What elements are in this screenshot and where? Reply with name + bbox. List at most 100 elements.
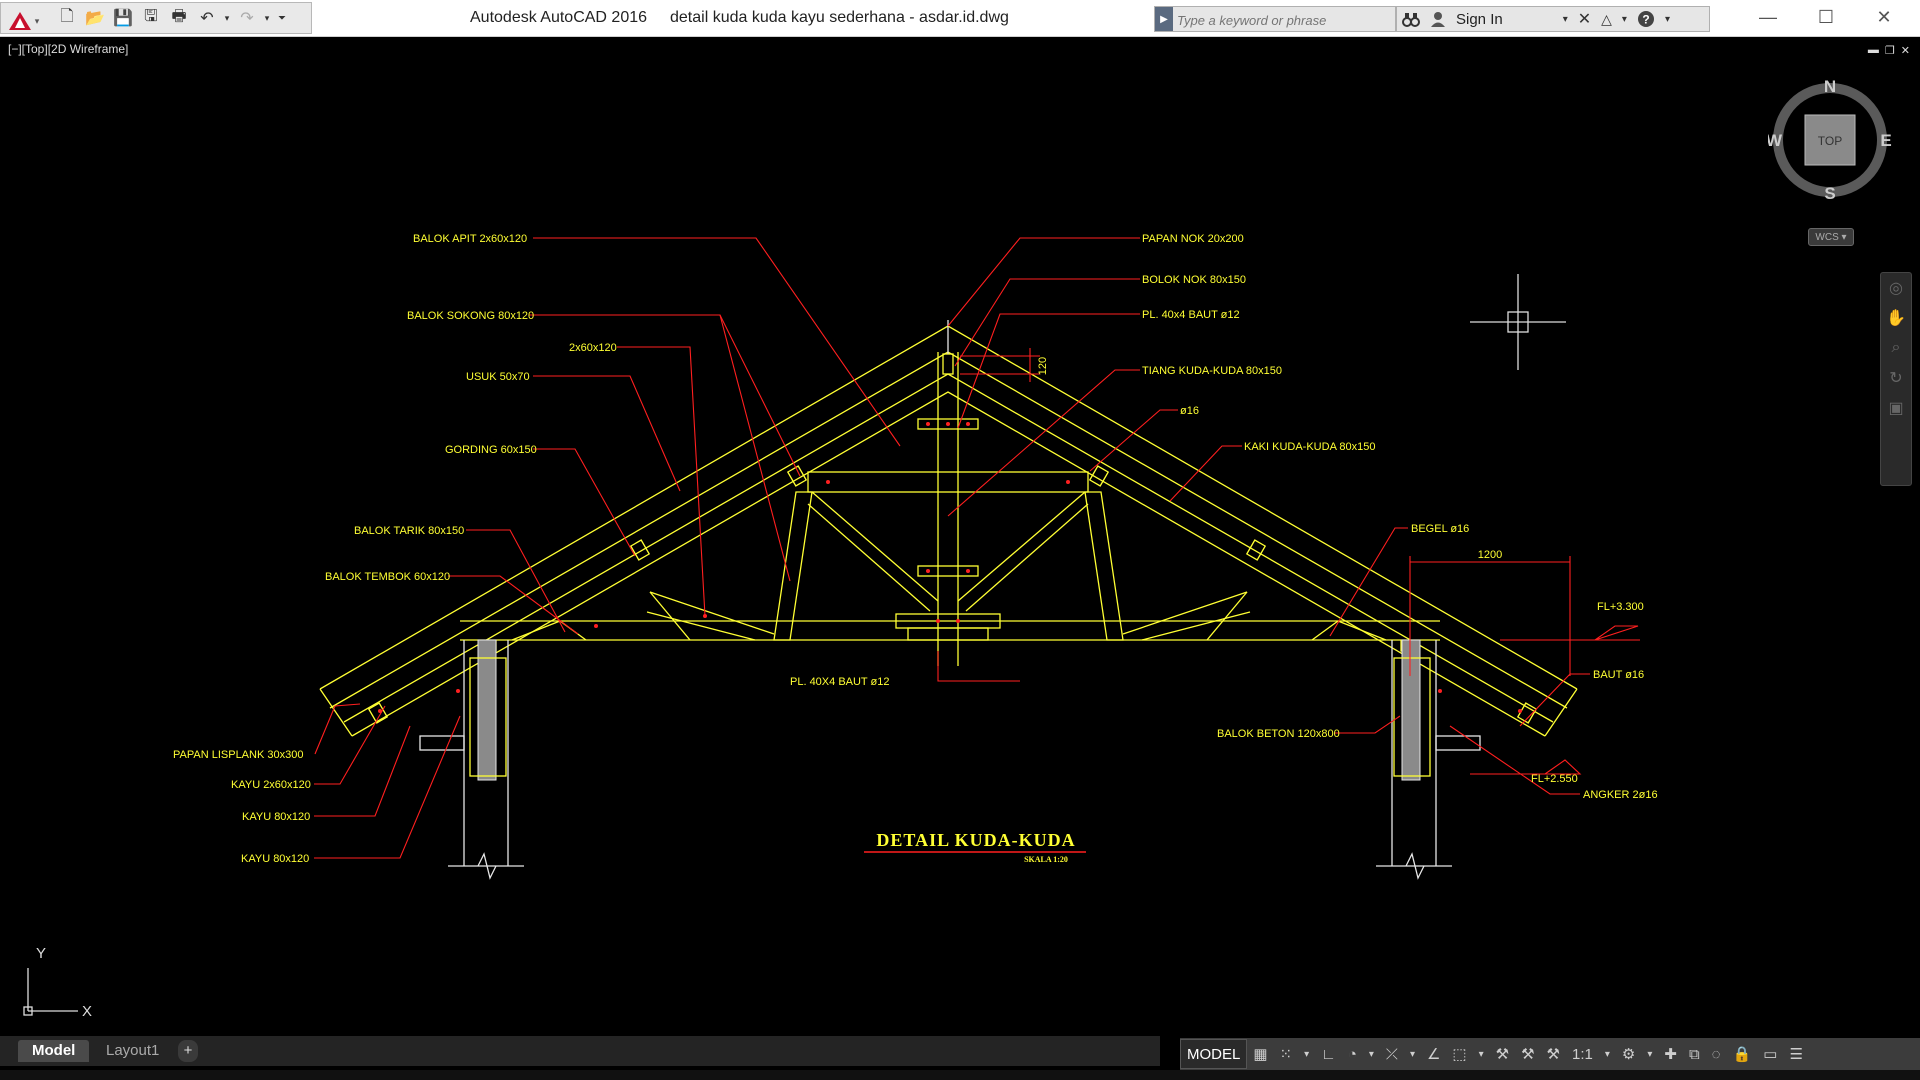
label-kaki: KAKI KUDA-KUDA 80x150 [1244, 441, 1375, 453]
drawing-canvas[interactable]: .y { stroke:#ffff33; fill:none; stroke-w… [0, 36, 1920, 1036]
user-icon[interactable] [1425, 7, 1451, 31]
minimize-icon[interactable]: — [1759, 6, 1777, 27]
vp-minimize-icon[interactable]: ▬ [1867, 44, 1879, 56]
object-snap-tracking-icon[interactable]: ∠ [1426, 1046, 1441, 1063]
label-tiang: TIANG KUDA-KUDA 80x150 [1142, 365, 1282, 377]
units-icon[interactable]: ⧉ [1688, 1045, 1700, 1063]
label-pl-center: PL. 40X4 BAUT ø12 [790, 676, 889, 688]
search-input[interactable] [1175, 9, 1394, 31]
redo-icon[interactable]: ↷ [240, 10, 254, 27]
plot-icon[interactable]: 🖶 [171, 7, 187, 25]
model-space-button[interactable]: MODEL [1180, 1039, 1248, 1069]
label-balok-sokong: BALOK SOKONG 80x120 [407, 310, 534, 322]
new-file-icon[interactable]: 🗋 [60, 7, 74, 25]
redo-dropdown-icon[interactable]: ▾ [264, 12, 270, 23]
customize-qat-icon[interactable]: ⏷ [278, 12, 286, 24]
label-gording: GORDING 60x150 [445, 444, 537, 456]
quick-properties-icon[interactable]: ◌ [1711, 1045, 1721, 1063]
tab-layout1[interactable]: Layout1 [106, 1042, 160, 1059]
object-snap-dropdown-icon[interactable]: ▾ [1478, 1048, 1484, 1060]
object-snap-icon[interactable]: ⬚ [1452, 1046, 1467, 1063]
search-box: ▶ [1154, 6, 1396, 32]
grid-icon[interactable]: ▦ [1253, 1046, 1268, 1063]
workspace-dropdown-icon[interactable]: ▾ [1647, 1048, 1653, 1060]
wcs-menu[interactable]: WCS ▾ [1808, 228, 1854, 246]
taskbar-strip [0, 1070, 1920, 1080]
stay-connected-icon[interactable]: △ [1601, 10, 1612, 27]
label-kayu-80x120-b: KAYU 80x120 [241, 853, 309, 865]
undo-dropdown-icon[interactable]: ▾ [224, 12, 230, 23]
binoculars-icon[interactable] [1397, 7, 1425, 31]
add-layout-button[interactable]: + [178, 1040, 198, 1062]
ucs-icon [23, 968, 78, 1016]
auto-scale-icon[interactable]: ⚒ [1521, 1046, 1535, 1063]
close-icon[interactable]: ✕ [1876, 6, 1892, 27]
maximize-icon[interactable]: ☐ [1817, 6, 1835, 27]
annotation-monitor-icon[interactable]: ✚ [1664, 1046, 1677, 1063]
label-kayu-80x120-a: KAYU 80x120 [242, 811, 310, 823]
dim-overhang: 1200 [1478, 549, 1502, 561]
label-phi16: ø16 [1180, 405, 1199, 417]
label-kayu-2x60x120: KAYU 2x60x120 [231, 779, 311, 791]
zoom-extents-icon[interactable]: ⌕ [1891, 339, 1901, 356]
label-balok-apit: BALOK APIT 2x60x120 [413, 233, 527, 245]
isolate-objects-icon[interactable]: ▭ [1763, 1046, 1778, 1063]
isodraft-dropdown-icon[interactable]: ▾ [1409, 1048, 1415, 1060]
isodraft-icon[interactable]: ⤫ [1385, 1045, 1398, 1063]
open-file-icon[interactable]: 📂 [85, 10, 105, 27]
dim-ridge: 120 [1037, 357, 1049, 375]
label-balok-tarik: BALOK TARIK 80x150 [354, 525, 464, 537]
wcs-label: WCS [1815, 231, 1839, 243]
compass-e: E [1880, 131, 1891, 150]
help-icon[interactable]: ? [1632, 7, 1660, 31]
crosshair-cursor [1470, 274, 1566, 370]
layout-tabs: Model Layout1 + [0, 1036, 1160, 1066]
elevation-top: FL+3.300 [1597, 601, 1644, 613]
title-bar: ▾ 🗋 📂 💾 🖫 🖶 ↶ ▾ ↷ ▾ ⏷ Autodesk AutoCAD 2… [0, 0, 1920, 37]
snap-dropdown-icon[interactable]: ▾ [1304, 1048, 1310, 1060]
stay-connected-dropdown-icon[interactable]: ▾ [1621, 13, 1627, 25]
showmotion-icon[interactable]: ▣ [1888, 400, 1904, 417]
lock-ui-icon[interactable]: 🔒 [1732, 1046, 1752, 1063]
workspace-gear-icon[interactable]: ⚙ [1621, 1046, 1636, 1063]
tab-model[interactable]: Model [18, 1040, 90, 1062]
infocenter-toolbar: Sign In ▾ ✕ △ ▾ ? ▾ [1396, 6, 1710, 32]
compass-s: S [1824, 184, 1835, 202]
pan-icon[interactable]: ✋ [1886, 310, 1906, 327]
exchange-apps-icon[interactable]: ✕ [1577, 11, 1592, 28]
save-as-icon[interactable]: 🖫 [144, 7, 158, 25]
label-bolok-nok: BOLOK NOK 80x150 [1142, 274, 1246, 286]
save-icon[interactable]: 💾 [113, 10, 133, 27]
snap-icon[interactable]: ⁙ [1279, 1046, 1293, 1063]
sign-in-button[interactable]: Sign In [1456, 10, 1503, 28]
label-angker: ANGKER 2ø16 [1583, 789, 1658, 801]
annotation-visibility-icon[interactable]: ⚒ [1495, 1046, 1510, 1063]
autocad-logo-icon[interactable]: ▾ [3, 6, 43, 36]
annotation-scale-value[interactable]: 1:1 [1572, 1045, 1593, 1063]
vp-restore-icon[interactable]: ❐ [1884, 45, 1895, 57]
sign-in-dropdown-icon[interactable]: ▾ [1562, 13, 1568, 25]
orbit-icon[interactable]: ↻ [1889, 370, 1903, 387]
steering-wheel-icon[interactable]: ◎ [1889, 280, 1903, 297]
help-dropdown-icon[interactable]: ▾ [1664, 13, 1670, 25]
search-expand-icon[interactable]: ▶ [1155, 7, 1173, 31]
elevation-bottom: FL+2.550 [1531, 773, 1578, 785]
viewcube[interactable]: TOP N S E W [1768, 78, 1892, 202]
annotation-scale-dropdown-icon[interactable]: ▾ [1604, 1048, 1610, 1060]
label-balok-beton: BALOK BETON 120x800 [1217, 728, 1340, 740]
undo-icon[interactable]: ↶ [200, 10, 214, 27]
app-title: Autodesk AutoCAD 2016 [470, 9, 648, 26]
customization-menu-icon[interactable]: ☰ [1789, 1046, 1803, 1063]
polar-tracking-icon[interactable]: ◔ [1347, 1045, 1357, 1063]
ortho-icon[interactable]: ∟ [1321, 1045, 1336, 1063]
annotation-scale-icon[interactable]: ⚒ [1546, 1046, 1560, 1063]
viewcube-top-face: TOP [1818, 134, 1842, 148]
drawing-labels: BALOK APIT 2x60x120 BALOK SOKONG 80x120 … [173, 233, 1658, 865]
label-papan-nok: PAPAN NOK 20x200 [1142, 233, 1244, 245]
compass-w: W [1768, 131, 1783, 150]
viewport-controls-label[interactable]: [−][Top][2D Wireframe] [8, 42, 129, 56]
label-usuk: USUK 50x70 [466, 371, 530, 383]
vp-close-icon[interactable]: ✕ [1900, 45, 1910, 57]
polar-dropdown-icon[interactable]: ▾ [1368, 1048, 1374, 1060]
